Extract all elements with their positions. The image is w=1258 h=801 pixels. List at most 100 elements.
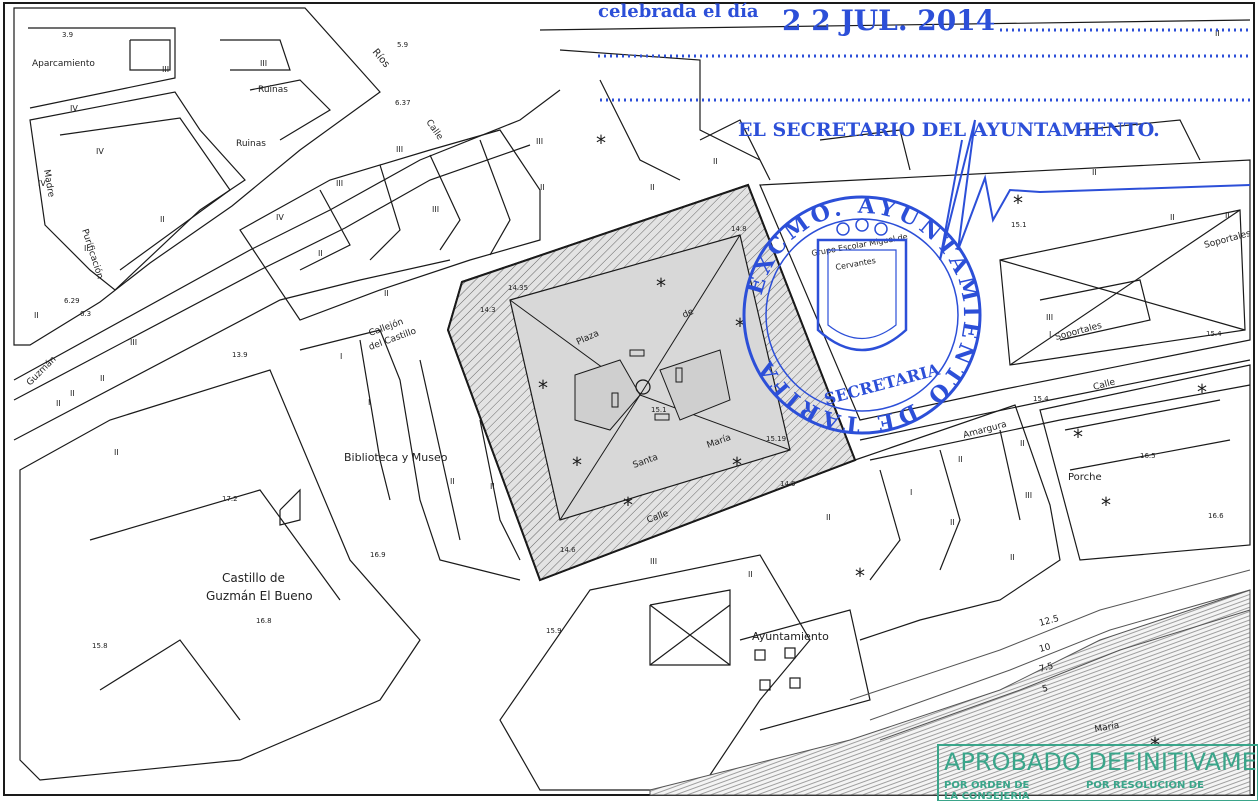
elev: 13.9: [232, 351, 248, 359]
elev: 15.9: [546, 627, 562, 635]
plaza-santa-maria: [446, 183, 857, 582]
storey: II: [56, 399, 61, 408]
elev: 5.9: [397, 41, 408, 49]
elev: 14.6: [560, 546, 576, 554]
elev: 16.5: [1140, 452, 1156, 460]
storey: III: [1046, 313, 1053, 322]
contour: 10: [1038, 642, 1052, 655]
storey: II: [384, 289, 389, 298]
storey: II: [1225, 211, 1230, 220]
storey: II: [713, 157, 718, 166]
elev: 14.35: [508, 284, 528, 292]
elev: 16.9: [370, 551, 386, 559]
storey: II: [1170, 213, 1175, 222]
elev: 15.1: [651, 406, 667, 414]
elev: 15.4: [1206, 330, 1222, 338]
stamp-celebrada: celebrada el día: [598, 1, 759, 22]
approval-col1-line1: POR ORDEN DE: [944, 780, 1029, 791]
storey: II: [1092, 168, 1097, 177]
storey: III: [1025, 491, 1032, 500]
storey: III: [432, 205, 439, 214]
storey: II: [490, 482, 495, 491]
storey: I: [910, 488, 912, 497]
label-rios: Ríos: [370, 46, 393, 70]
svg-text:*: *: [732, 453, 742, 477]
elev: 16.8: [256, 617, 272, 625]
storey: IV: [38, 179, 46, 188]
contour: 7.5: [1038, 662, 1054, 675]
label-soportales-2: Soportales: [1203, 229, 1252, 251]
storey: III: [336, 179, 343, 188]
elev: 15.8: [92, 642, 108, 650]
elev: 6.3: [80, 310, 91, 318]
svg-text:*: *: [1101, 493, 1111, 517]
storey: IV: [70, 104, 78, 113]
storey: II: [318, 249, 323, 258]
storey: II: [540, 183, 545, 192]
elev: 14.9: [780, 480, 796, 488]
stamp-header: celebrada el día 2 2 JUL. 2014 EL SECRET…: [598, 1, 1250, 141]
approval-col2-line1: POR RESOLUCION DE: [1086, 780, 1204, 791]
svg-text:*: *: [855, 564, 865, 588]
storey: II: [34, 311, 39, 320]
storey: II: [650, 183, 655, 192]
label-cervantes: Cervantes: [835, 256, 877, 272]
label-ruinas: Ruinas: [258, 85, 288, 95]
svg-text:*: *: [656, 274, 666, 298]
storey: II: [1020, 439, 1025, 448]
svg-text:*: *: [538, 376, 548, 400]
elevation-labels: 3.9 5.9 6.37 6.29 6.3 13.9 14.35 14.3 14…: [62, 31, 1224, 695]
storey: I: [1049, 330, 1051, 339]
storey: III: [162, 65, 169, 74]
contour: 12.5: [1038, 614, 1060, 629]
storey: II: [450, 477, 455, 486]
map-frame: [3, 2, 1255, 796]
label-de: de: [681, 307, 696, 321]
storey: II: [100, 374, 105, 383]
svg-text:*: *: [1197, 380, 1207, 404]
stamp-date: 2 2 JUL. 2014: [782, 4, 995, 37]
label-castillo-2: Guzmán El Bueno: [206, 589, 313, 603]
approval-col1-line2: LA CONSEJERIA: [944, 791, 1030, 801]
storey: III: [536, 137, 543, 146]
label-maria-river: María: [1094, 721, 1120, 735]
svg-text:*: *: [735, 314, 745, 338]
storey: III: [130, 338, 137, 347]
storey: III: [396, 145, 403, 154]
elev: 16.6: [1208, 512, 1224, 520]
storey: I: [368, 398, 370, 407]
elev: 6.29: [64, 297, 80, 305]
svg-text:*: *: [623, 493, 633, 517]
label-madre: Madre: [41, 169, 56, 199]
storey: III: [650, 557, 657, 566]
label-aparcamiento: Aparcamiento: [32, 59, 95, 69]
storey: II: [114, 448, 119, 457]
elev: 3.9: [62, 31, 73, 39]
label-castillo: Castillo de: [222, 571, 285, 585]
elev: 6.37: [395, 99, 411, 107]
storey: II: [826, 513, 831, 522]
storey: III: [260, 59, 267, 68]
svg-text:*: *: [1013, 191, 1023, 215]
label-calle-amargura: Calle: [1092, 377, 1117, 393]
label-ayuntamiento: Ayuntamiento: [752, 630, 829, 643]
storey-labels: III IV IV IV II II III III IV II III II …: [34, 29, 1230, 579]
signature: [939, 119, 1251, 261]
contour: 5: [1041, 684, 1049, 695]
storey: I: [340, 352, 342, 361]
svg-text:*: *: [1073, 425, 1083, 449]
storey: IV: [276, 213, 284, 222]
approval-stamp: APROBADO DEFINITIVAMENTE POR ORDEN DE LA…: [937, 744, 1258, 801]
stamp-secretario: EL SECRETARIO DEL AYUNTAMIENTO.: [738, 119, 1160, 141]
storey: IV: [96, 147, 104, 156]
label-biblioteca: Biblioteca y Museo: [344, 451, 448, 464]
elev: 17.2: [222, 495, 238, 503]
elev: 14.8: [731, 225, 747, 233]
elev: 14.3: [480, 306, 496, 314]
storey: II: [1010, 553, 1015, 562]
svg-text:*: *: [572, 453, 582, 477]
label-soportales: Soportales: [1054, 321, 1103, 343]
storey: II: [958, 455, 963, 464]
storey: II: [950, 518, 955, 527]
